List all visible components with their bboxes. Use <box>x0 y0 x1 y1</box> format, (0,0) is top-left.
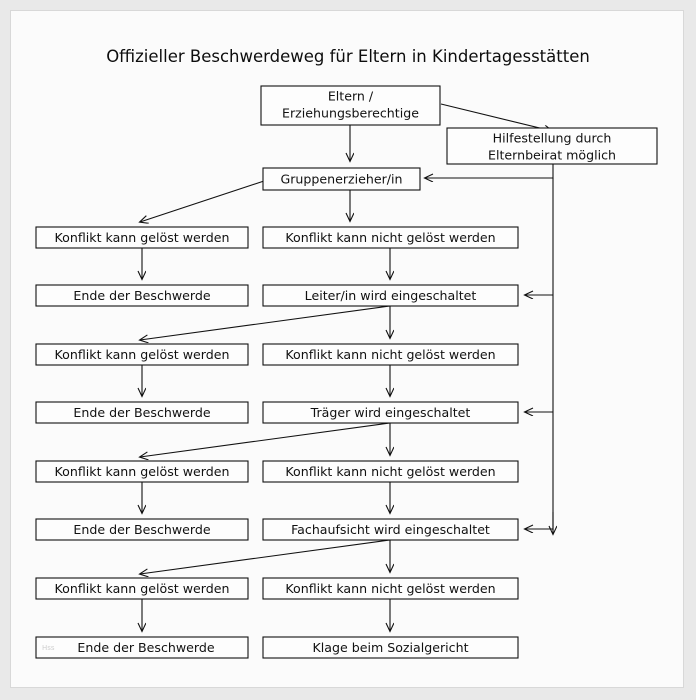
node-loest3[interactable]: Konflikt kann gelöst werden <box>35 460 249 483</box>
edge-traeger-to-loest3 <box>140 422 391 457</box>
node-nicht3-label: Konflikt kann nicht gelöst werden <box>285 464 495 479</box>
page-title: Offizieller Beschwerdeweg für Eltern in … <box>106 47 590 66</box>
node-loest4[interactable]: Konflikt kann gelöst werden <box>35 577 249 600</box>
edge-leiter-to-loest2 <box>140 305 391 340</box>
node-ende4[interactable]: Hss Ende der Beschwerde <box>35 636 249 659</box>
node-eltern-line-1: Eltern / <box>328 89 374 104</box>
node-hilfestellung[interactable]: Hilfestellung durch Elternbeirat möglich <box>446 127 658 165</box>
edge-eltern-to-hilfestellung <box>440 103 552 131</box>
node-loest2[interactable]: Konflikt kann gelöst werden <box>35 343 249 366</box>
node-layer: Eltern / Erziehungsberechtige Hilfestell… <box>35 85 658 659</box>
node-ende1-label: Ende der Beschwerde <box>73 288 210 303</box>
node-loest2-label: Konflikt kann gelöst werden <box>55 347 230 362</box>
node-ende2-label: Ende der Beschwerde <box>73 405 210 420</box>
node-ende3-label: Ende der Beschwerde <box>73 522 210 537</box>
edge-gruppenerzieher-to-loest1 <box>140 180 265 222</box>
node-klage-label: Klage beim Sozialgericht <box>312 640 468 655</box>
node-nicht3[interactable]: Konflikt kann nicht gelöst werden <box>262 460 519 483</box>
node-fachaufsicht-label: Fachaufsicht wird eingeschaltet <box>291 522 490 537</box>
node-nicht1-label: Konflikt kann nicht gelöst werden <box>285 230 495 245</box>
node-klage[interactable]: Klage beim Sozialgericht <box>262 636 519 659</box>
node-traeger[interactable]: Träger wird eingeschaltet <box>262 401 519 424</box>
node-loest3-label: Konflikt kann gelöst werden <box>55 464 230 479</box>
node-nicht4[interactable]: Konflikt kann nicht gelöst werden <box>262 577 519 600</box>
node-nicht4-label: Konflikt kann nicht gelöst werden <box>285 581 495 596</box>
node-loest1-label: Konflikt kann gelöst werden <box>55 230 230 245</box>
node-ende4-label: Ende der Beschwerde <box>77 640 214 655</box>
node-gruppenerzieher[interactable]: Gruppenerzieher/in <box>262 167 421 191</box>
node-nicht2[interactable]: Konflikt kann nicht gelöst werden <box>262 343 519 366</box>
watermark-artifact: Hss <box>42 644 55 652</box>
node-ende2[interactable]: Ende der Beschwerde <box>35 401 249 424</box>
node-ende1[interactable]: Ende der Beschwerde <box>35 284 249 307</box>
node-eltern-line-2: Erziehungsberechtige <box>282 106 419 121</box>
node-nicht2-label: Konflikt kann nicht gelöst werden <box>285 347 495 362</box>
node-ende3[interactable]: Ende der Beschwerde <box>35 518 249 541</box>
edge-hilfestellung-to-gruppenerzieher <box>425 164 554 178</box>
node-leiter[interactable]: Leiter/in wird eingeschaltet <box>262 284 519 307</box>
edge-layer <box>140 103 554 631</box>
node-gruppenerzieher-label: Gruppenerzieher/in <box>280 172 402 187</box>
node-traeger-label: Träger wird eingeschaltet <box>310 405 471 420</box>
node-loest4-label: Konflikt kann gelöst werden <box>55 581 230 596</box>
node-nicht1[interactable]: Konflikt kann nicht gelöst werden <box>262 226 519 249</box>
node-eltern[interactable]: Eltern / Erziehungsberechtige <box>260 85 441 126</box>
node-fachaufsicht[interactable]: Fachaufsicht wird eingeschaltet <box>262 518 519 541</box>
node-hilfestellung-line-2: Elternbeirat möglich <box>488 148 616 163</box>
node-loest1[interactable]: Konflikt kann gelöst werden <box>35 226 249 249</box>
node-hilfestellung-line-1: Hilfestellung durch <box>493 131 612 146</box>
node-leiter-label: Leiter/in wird eingeschaltet <box>305 288 477 303</box>
edge-fachaufsicht-to-loest4 <box>140 539 391 574</box>
